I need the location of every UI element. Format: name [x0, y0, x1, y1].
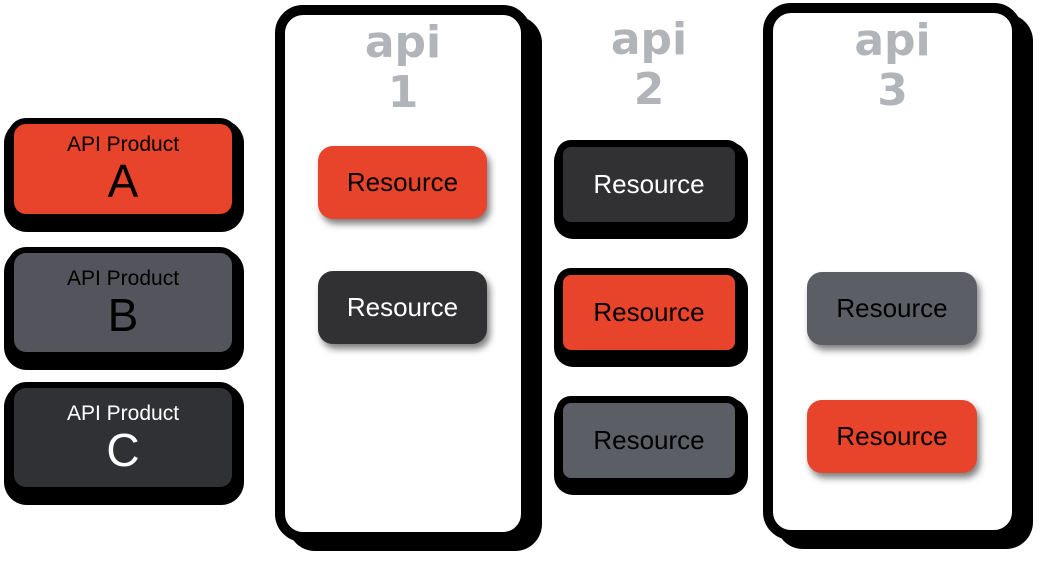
- api-3-number: 3: [877, 65, 908, 116]
- api-1-label-text: api: [364, 17, 442, 68]
- api-2-resource-1: Resource: [556, 140, 742, 229]
- api-3-resource-1: Resource: [807, 272, 977, 345]
- api-product-c-box: API Product C: [8, 382, 238, 493]
- api-2-resource-1-label: Resource: [593, 169, 705, 199]
- api-1-resource-2: Resource: [318, 271, 487, 344]
- api-2-resource-3-label: Resource: [593, 425, 705, 455]
- api-1-resource-2-label: Resource: [346, 292, 459, 322]
- api-2-resource-3: Resource: [556, 396, 742, 485]
- api-product-c-letter: C: [106, 423, 140, 476]
- api-3-resource-2-label: Resource: [836, 421, 948, 451]
- api-product-a-title: API Product: [66, 133, 180, 156]
- api-3-label: api 3: [773, 16, 1012, 116]
- api-product-a-letter: A: [107, 155, 139, 207]
- api-3-resource-2: Resource: [807, 400, 977, 473]
- api-3-resource-1-label: Resource: [836, 293, 948, 323]
- api-3-label-text: api: [854, 15, 931, 66]
- api-product-c-title: API Product: [66, 401, 180, 425]
- api-2-label: api 2: [556, 15, 742, 115]
- api-product-b-box: API Product B: [8, 247, 238, 358]
- api-product-a-box: API Product A: [8, 118, 238, 220]
- api-1-number: 1: [387, 67, 419, 118]
- api-1-label: api 1: [285, 18, 521, 118]
- api-1-container: [275, 5, 531, 542]
- api-1-resource-1-label: Resource: [346, 167, 459, 197]
- api-product-b-letter: B: [107, 288, 139, 341]
- api-product-b-title: API Product: [66, 266, 180, 290]
- api-1-resource-1: Resource: [318, 146, 487, 219]
- api-2-number: 2: [633, 64, 665, 115]
- api-2-resource-2-label: Resource: [593, 297, 705, 327]
- api-2-resource-2: Resource: [556, 268, 742, 357]
- api-2-label-text: api: [610, 14, 688, 65]
